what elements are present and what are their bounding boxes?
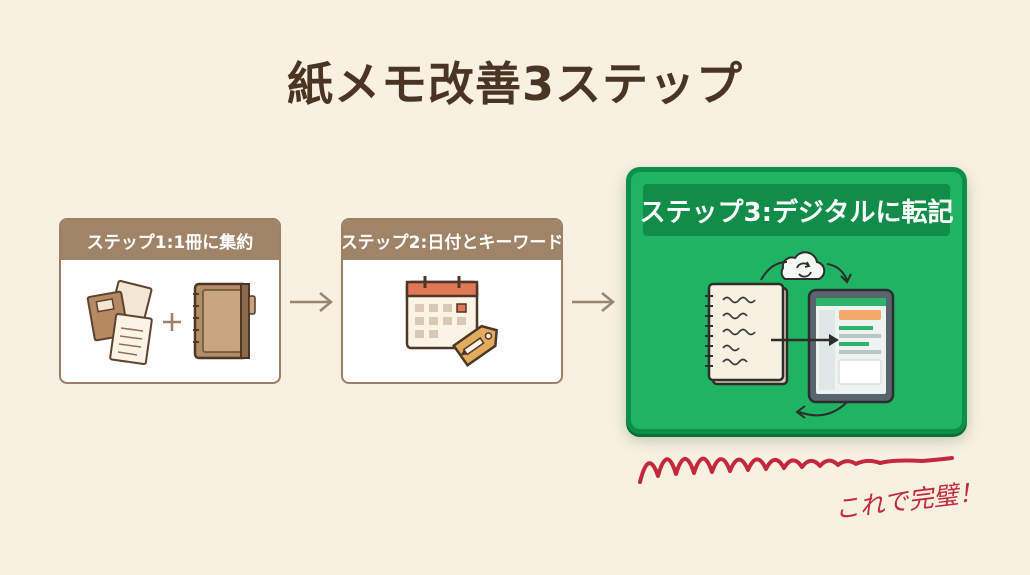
step-1-card: ステップ1:1冊に集約 <box>59 218 281 384</box>
loose-notes-icon <box>86 279 153 366</box>
step-2-card: ステップ2:日付とキーワード <box>341 218 563 384</box>
page-title: 紙メモ改善3ステップ <box>286 57 743 111</box>
notebook-icon <box>705 282 789 386</box>
bound-notebook-icon <box>193 282 256 360</box>
calendar-icon <box>405 276 479 350</box>
step-3-illustration <box>705 251 895 419</box>
step-3-card: ステップ3:デジタルに転記 <box>626 167 967 434</box>
step-2-label: ステップ2:日付とキーワード <box>343 220 561 260</box>
step-1-illustration <box>61 260 279 382</box>
tablet-icon <box>807 288 895 404</box>
underline-squiggle <box>638 456 954 484</box>
step-1-label: ステップ1:1冊に集約 <box>61 220 279 260</box>
tag-pencil-icon <box>451 324 498 368</box>
step-2-illustration <box>343 260 561 382</box>
plus-icon <box>163 313 181 331</box>
transfer-arrow-icon <box>771 334 848 419</box>
arrow-right-icon <box>290 292 333 312</box>
cloud-sync-icon <box>760 251 852 284</box>
step-3-label: ステップ3:デジタルに転記 <box>640 184 953 236</box>
arrow-right-icon <box>572 292 615 312</box>
